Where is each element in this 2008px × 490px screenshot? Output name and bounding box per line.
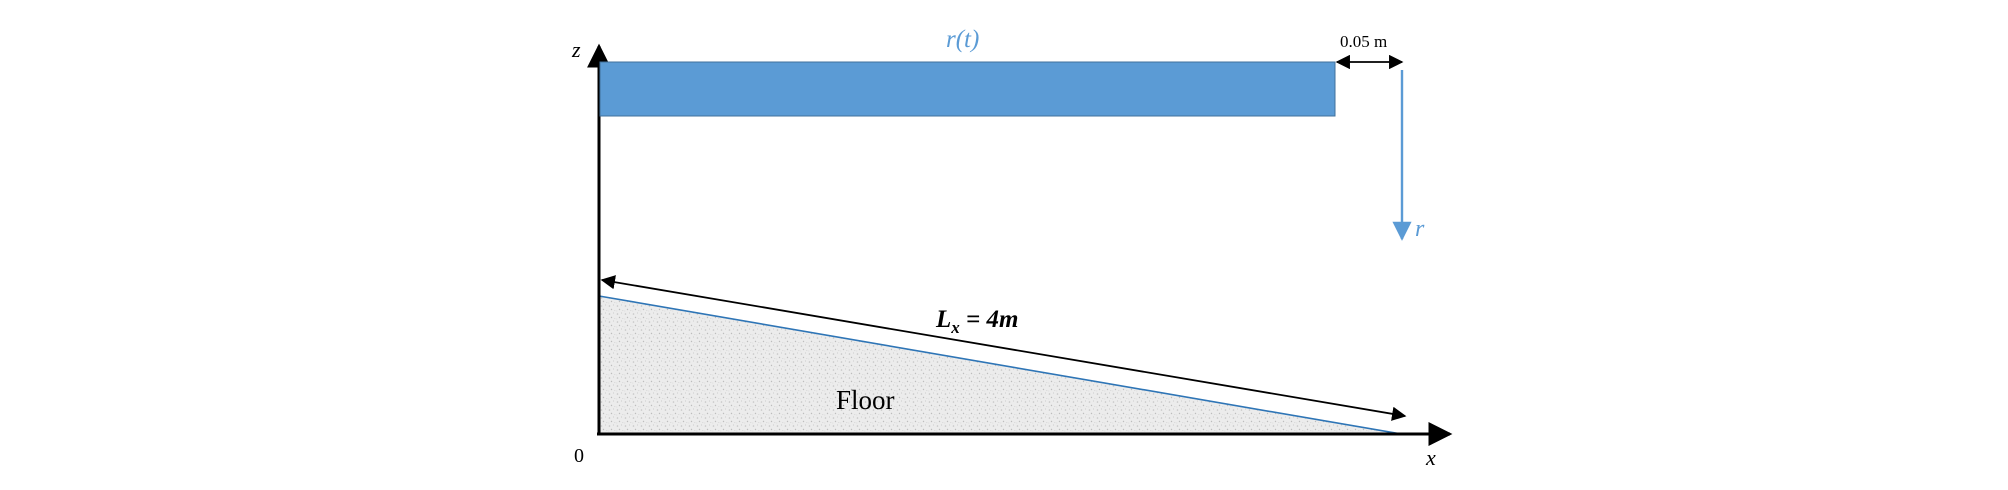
x-axis-label: x — [1425, 445, 1436, 470]
length-label: Lx = 4m — [935, 306, 1018, 337]
origin-label: 0 — [574, 445, 584, 467]
length-subscript: x — [950, 318, 960, 337]
length-symbol: L — [935, 306, 951, 333]
z-axis-label: z — [571, 37, 581, 62]
length-value: = 4m — [960, 306, 1019, 333]
r-label: r — [1415, 216, 1425, 242]
r-t-bar — [599, 61, 1336, 117]
r-t-label: r(t) — [946, 26, 979, 53]
length-double-arrow — [600, 275, 1407, 421]
gap-label: 0.05 m — [1340, 32, 1387, 51]
floor-label: Floor — [836, 385, 895, 415]
